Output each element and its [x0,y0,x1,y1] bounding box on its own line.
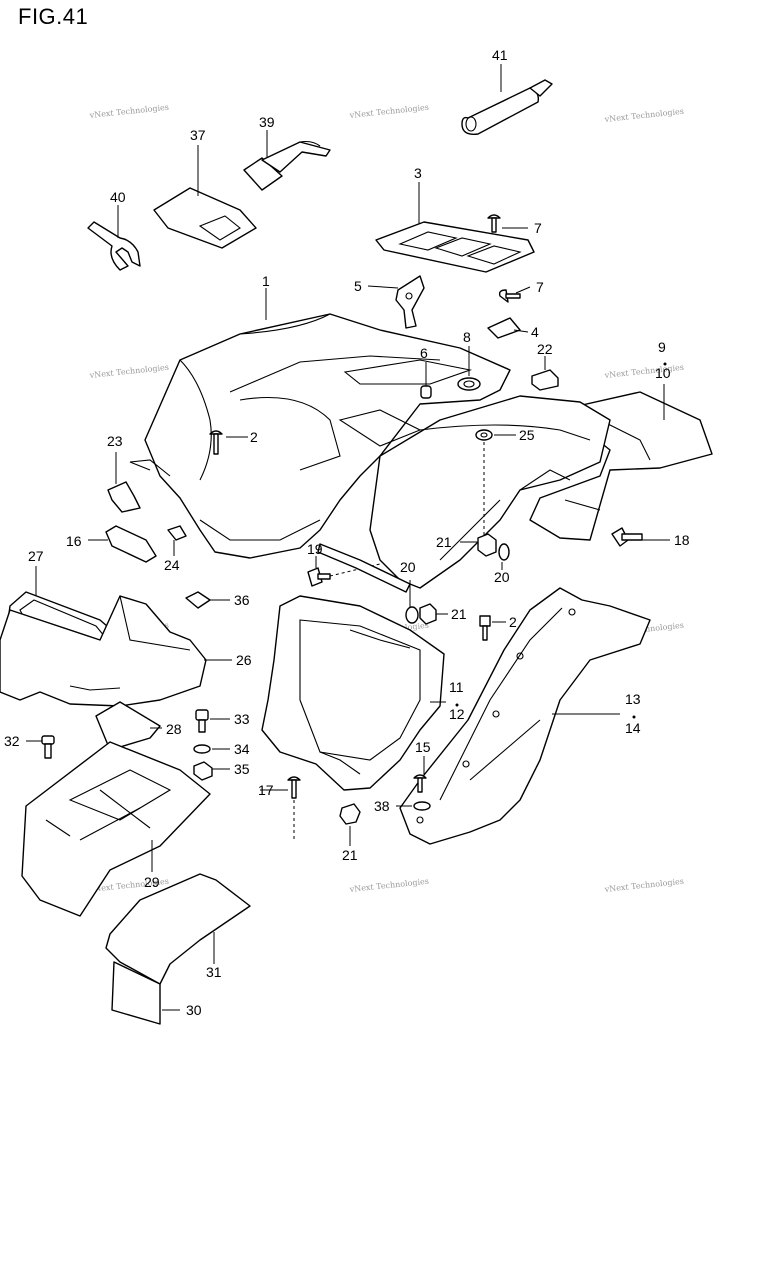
part-31-cover [105,873,251,985]
callout-14: 14 [625,720,641,736]
callout-18: 18 [674,532,690,548]
part-5-bracket [367,275,425,329]
watermark: vNext Technologies [348,877,429,894]
callout-25: 25 [519,427,535,443]
part-21-nuts [339,533,497,846]
callout-1: 1 [262,273,270,289]
part-8-grommet [457,346,481,391]
callout-21a: 21 [436,534,452,550]
part-3-carrier [375,182,535,273]
part-23-sleeve [107,452,141,513]
part-16-pad [88,525,157,563]
watermark: vNext Technologies [603,363,684,380]
part-28-plate [95,701,162,751]
part-15-screw [413,756,427,793]
part-17-screw [260,776,301,840]
callout-12: 12 [449,706,465,722]
callout-27: 27 [28,548,44,564]
callout-labels: 41 39 37 40 3 7 7 5 4 1 8 6 22 9 10 2 25… [4,47,690,1018]
part-25-washer [475,429,516,536]
callout-26: 26 [236,652,252,668]
part-20-washers [405,543,510,624]
part-2-bolts [209,430,506,641]
part-34-washer [193,744,230,754]
watermark: vNext Technologies [603,877,684,894]
callout-2b: 2 [509,614,517,630]
callout-20a: 20 [494,569,510,585]
part-30-flap [111,961,180,1025]
callout-28: 28 [166,721,182,737]
callout-40: 40 [110,189,126,205]
callout-7a: 7 [534,220,542,236]
callout-11: 11 [449,679,464,695]
callout-17: 17 [258,782,274,798]
part-22-pad [531,356,559,391]
watermark: vNext Technologies [88,103,169,120]
callout-38: 38 [374,798,390,814]
watermark: vNext Technologies [348,103,429,120]
callout-30: 30 [186,1002,202,1018]
callout-20b: 20 [400,559,416,575]
part-7-screws [487,214,531,303]
callout-10: 10 [655,365,671,381]
callout-35: 35 [234,761,250,777]
watermark: vNext Technologies [603,107,684,124]
callout-9: 9 [658,339,666,355]
callout-2a: 2 [250,429,258,445]
part-33-bolt [195,709,230,733]
callout-7b: 7 [536,279,544,295]
part-36-pad [185,591,230,609]
callout-6: 6 [420,345,428,361]
callout-31: 31 [206,964,222,980]
callout-29: 29 [144,874,160,890]
callout-33: 33 [234,711,250,727]
part-4-clip [487,317,529,339]
part-35-nut [193,761,230,781]
callout-23: 23 [107,433,123,449]
callout-4: 4 [531,324,539,340]
callout-32: 32 [4,733,20,749]
callout-3: 3 [414,165,422,181]
callout-24: 24 [164,557,180,573]
part-9-10-flap [529,384,713,541]
part-29-bottom-tray [21,741,211,917]
part-37-pouch [153,145,257,249]
figure-title: FIG.41 [18,4,89,29]
pair-dots [455,362,667,719]
callout-39: 39 [259,114,275,130]
callout-41: 41 [492,47,508,63]
part-rear-fender-right [369,395,611,589]
part-19-bolt [307,543,411,593]
part-13-14-side-rail [399,587,651,845]
part-41-grip [461,64,553,135]
callout-8: 8 [463,329,471,345]
callout-34: 34 [234,741,250,757]
callout-15: 15 [415,739,431,755]
part-32-bolt [26,735,55,759]
callout-22: 22 [537,341,553,357]
callout-37: 37 [190,127,206,143]
part-38-washer [396,801,431,811]
part-39-strap [243,130,331,191]
part-6-cushion [420,362,432,399]
watermark: vNext Technologies [88,363,169,380]
callout-5: 5 [354,278,362,294]
part-11-12-mud-guard [261,595,446,791]
callout-16: 16 [66,533,82,549]
callout-19: 19 [307,541,323,557]
callout-36: 36 [234,592,250,608]
part-18-bolt [611,527,670,547]
callout-21c: 21 [342,847,358,863]
part-24-pad [167,525,187,556]
part-40-wrench [87,205,141,271]
callout-13: 13 [625,691,641,707]
part-26-tray [0,595,232,707]
callout-21b: 21 [451,606,467,622]
